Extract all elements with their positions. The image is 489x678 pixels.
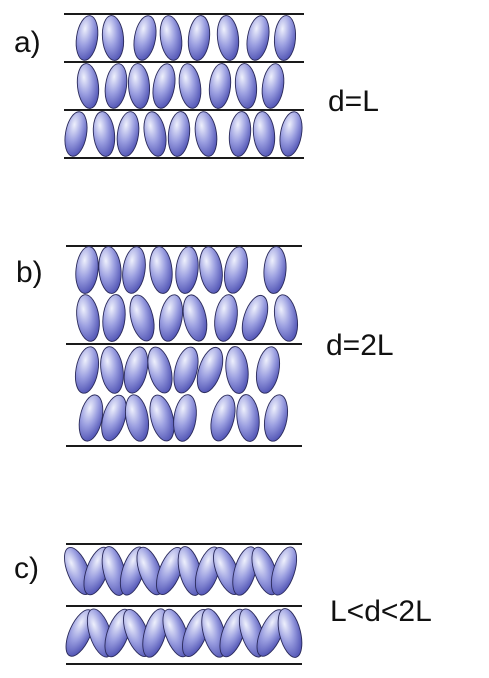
molecule xyxy=(270,546,298,596)
molecule xyxy=(277,608,303,658)
molecule xyxy=(149,394,175,442)
panel-a: a) d=L xyxy=(14,13,379,159)
molecule xyxy=(98,246,122,294)
molecule xyxy=(127,63,151,109)
panel-c-layer-lines xyxy=(66,543,302,665)
molecule xyxy=(252,111,276,157)
molecule xyxy=(223,246,249,294)
panel-b-molecules xyxy=(74,246,299,442)
molecule xyxy=(236,394,260,442)
molecule xyxy=(74,346,100,394)
molecule xyxy=(261,63,285,109)
molecule xyxy=(214,294,238,342)
molecule xyxy=(64,111,88,157)
molecule xyxy=(273,15,297,61)
molecule xyxy=(101,394,127,442)
molecule xyxy=(152,63,176,109)
panel-a-layer-lines xyxy=(64,13,304,159)
molecule xyxy=(129,294,155,342)
molecule xyxy=(187,15,211,61)
molecule xyxy=(175,246,199,294)
panel-b-condition: d=2L xyxy=(326,329,394,362)
molecule xyxy=(234,63,258,109)
molecule xyxy=(78,394,104,442)
panel-b: b) d=2L xyxy=(16,245,394,447)
molecule xyxy=(196,346,224,394)
panel-c-condition: L<d<2L xyxy=(330,595,432,628)
molecule xyxy=(116,111,140,157)
molecule xyxy=(225,346,249,394)
panel-b-label: b) xyxy=(16,256,43,289)
molecule xyxy=(100,346,124,394)
molecule xyxy=(147,346,173,394)
molecule xyxy=(101,15,125,61)
molecule xyxy=(208,63,232,109)
molecule xyxy=(246,15,270,61)
molecule xyxy=(75,246,99,294)
panel-c-molecules xyxy=(64,546,303,658)
molecule xyxy=(123,346,149,394)
panel-b-layer-lines xyxy=(66,245,302,447)
molecule xyxy=(173,346,199,394)
molecule xyxy=(178,63,202,109)
molecule xyxy=(149,246,173,294)
molecule xyxy=(182,294,208,342)
molecule xyxy=(279,111,303,157)
molecule xyxy=(133,15,157,61)
panel-a-condition: d=L xyxy=(328,85,379,118)
molecule xyxy=(273,294,299,342)
panel-c-label: c) xyxy=(14,552,39,585)
molecule xyxy=(199,246,223,294)
molecule xyxy=(76,63,100,109)
molecule xyxy=(210,394,236,442)
panel-c: c) L<d<2L xyxy=(14,543,432,665)
molecule xyxy=(241,294,269,342)
panel-a-molecules xyxy=(64,15,303,157)
molecule xyxy=(228,111,252,157)
molecule xyxy=(104,63,128,109)
molecule xyxy=(173,394,197,442)
molecule xyxy=(159,15,183,61)
molecule xyxy=(76,294,100,342)
molecule xyxy=(263,246,287,294)
molecule xyxy=(263,394,289,442)
molecule xyxy=(142,608,168,658)
molecule xyxy=(216,15,240,61)
molecule xyxy=(194,111,218,157)
molecule xyxy=(255,346,281,394)
molecule xyxy=(167,111,191,157)
molecule xyxy=(75,15,99,61)
molecule xyxy=(158,294,184,342)
molecule xyxy=(124,394,150,442)
molecule xyxy=(102,294,126,342)
panel-a-label: a) xyxy=(14,26,41,59)
molecule xyxy=(143,111,167,157)
molecule xyxy=(122,246,146,294)
molecule xyxy=(92,111,116,157)
